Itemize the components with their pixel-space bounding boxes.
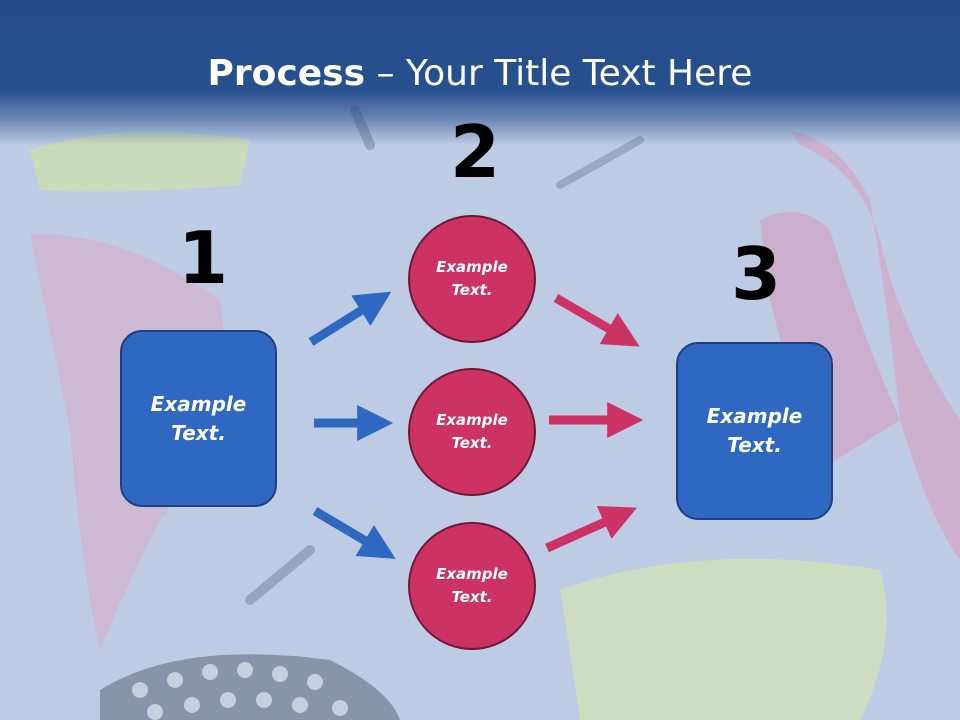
title-banner [0, 0, 960, 145]
arrow-pink-up [545, 505, 637, 553]
process-box-start: Example Text. [120, 330, 277, 507]
step-number-3: 3 [731, 232, 782, 316]
arrow-blue-up [308, 291, 392, 346]
circle-node-top: Example Text. [408, 215, 536, 343]
arrow-blue-down [312, 507, 396, 559]
circle-node-bottom: Example Text. [408, 522, 536, 650]
arrow-pink-down [553, 294, 640, 347]
circle-node-middle: Example Text. [408, 368, 536, 496]
step-number-2: 2 [450, 110, 501, 194]
circle-node-bottom-label: Example Text. [436, 565, 508, 606]
title-bold: Process [207, 53, 366, 94]
title-rest: – Your Title Text Here [365, 53, 753, 94]
process-box-end-label: Example Text. [706, 404, 803, 457]
circle-node-middle-label: Example Text. [436, 411, 508, 452]
process-box-end: Example Text. [676, 342, 833, 520]
step-number-1: 1 [178, 216, 229, 300]
slide-title: Process – Your Title Text Here [0, 52, 960, 96]
circle-node-top-label: Example Text. [436, 258, 508, 299]
process-box-start-label: Example Text. [150, 391, 247, 445]
